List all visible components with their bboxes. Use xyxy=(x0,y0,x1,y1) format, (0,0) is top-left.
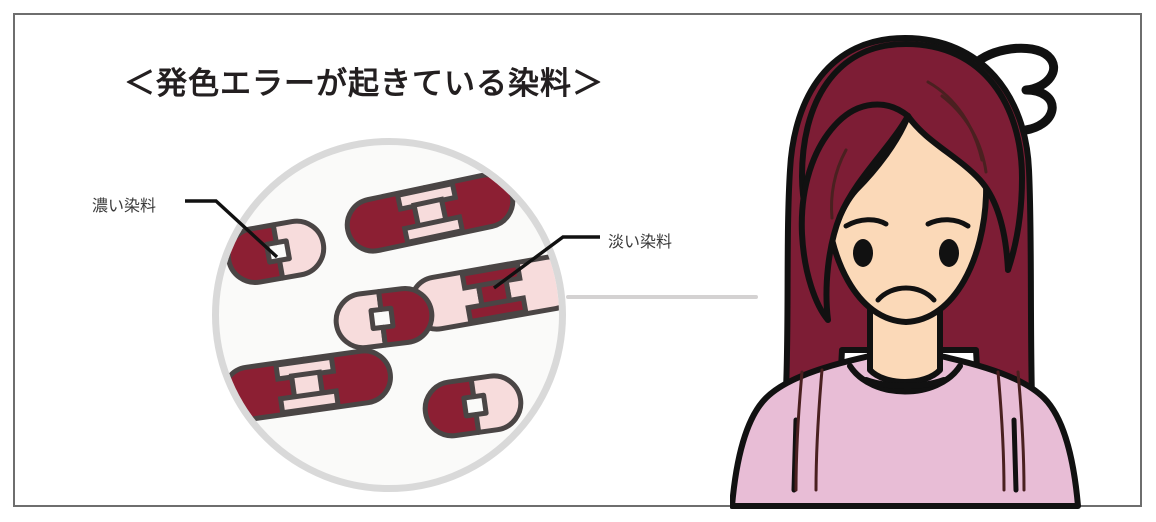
sleeve-seam-right xyxy=(1011,417,1019,493)
collar xyxy=(847,363,963,395)
hair-strand-3 xyxy=(830,148,848,220)
molecule-5-joint-bottom xyxy=(277,388,341,416)
hair-strand-2 xyxy=(940,94,988,174)
molecule-5 xyxy=(221,348,393,422)
eye-right xyxy=(939,239,959,267)
sigh-squiggle-icon xyxy=(969,43,1058,135)
molecule-6 xyxy=(422,373,524,439)
molecule-3-joint-bottom xyxy=(465,295,529,325)
molecule-4 xyxy=(333,286,435,351)
hair-strand-6 xyxy=(996,370,1006,492)
page-title: ＜発色エラーが起きている染料＞ xyxy=(124,66,604,102)
molecule-1-light-half xyxy=(270,218,327,281)
molecules-clip xyxy=(221,172,559,439)
eyebrow-left xyxy=(843,217,889,229)
circle-to-person-connector xyxy=(566,295,758,299)
eyebrow-right xyxy=(925,217,971,229)
molecule-4-dark-half xyxy=(376,286,435,348)
sad-woman-illustration xyxy=(730,35,1081,509)
hair-bang-left xyxy=(798,101,911,323)
molecule-2-joint-group xyxy=(394,180,466,246)
eye-left xyxy=(853,239,873,267)
hair-strand-5 xyxy=(794,370,804,492)
mouth-frown xyxy=(875,285,937,303)
molecule-2-joint-bottom xyxy=(401,213,466,246)
label-light-dye: 淡い染料 xyxy=(608,232,673,251)
label-dark-dye: 濃い染料 xyxy=(92,196,157,215)
molecule-2-joint-top xyxy=(394,180,459,213)
molecule-1 xyxy=(225,218,327,285)
sleeve-seam-left xyxy=(791,417,799,493)
molecule-6-light-half xyxy=(468,373,524,435)
molecule-5-joint-top xyxy=(273,354,337,382)
hair-strand-7 xyxy=(1016,370,1026,492)
collar-fold xyxy=(863,377,947,389)
dye-molecule-group xyxy=(221,172,559,439)
hair-strand-4 xyxy=(814,368,824,492)
